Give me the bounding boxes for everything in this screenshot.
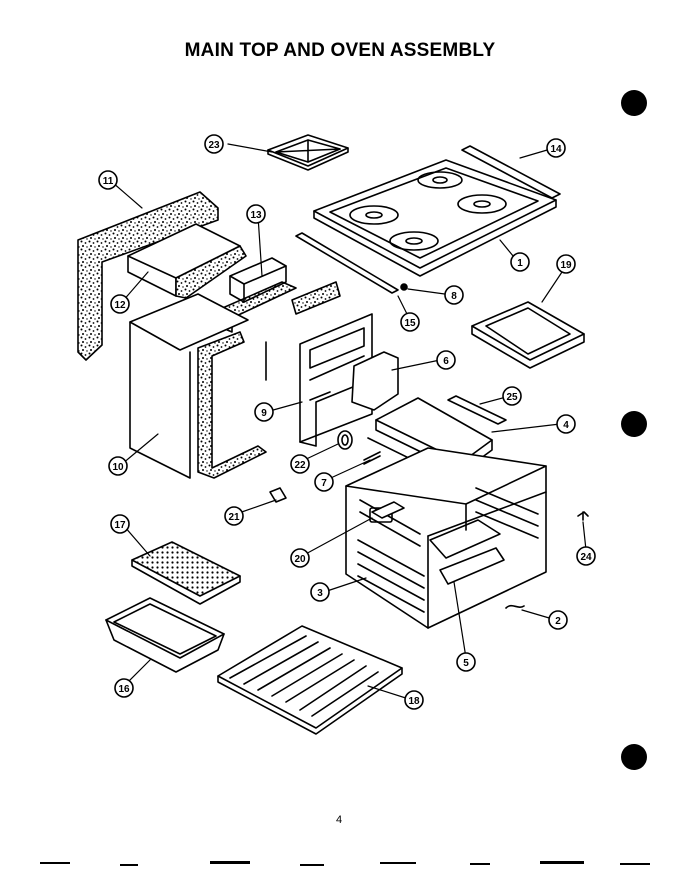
callout-6: 6 [436,350,456,370]
svg-text:21: 21 [228,512,240,523]
broiler-pan [105,597,225,673]
oven-front-frame [299,313,373,447]
page-title: MAIN TOP AND OVEN ASSEMBLY [184,40,496,61]
svg-text:7: 7 [321,478,327,489]
callout-20: 20 [290,548,310,568]
top-insulation [127,223,247,299]
callout-21: 21 [224,506,244,526]
svg-text:13: 13 [250,210,262,221]
svg-text:20: 20 [294,554,306,565]
svg-text:16: 16 [118,684,130,695]
small-bracket [269,487,287,503]
probe [505,604,525,609]
callout-3: 3 [310,582,330,602]
callout-5: 5 [456,652,476,672]
burner-grate [267,134,349,171]
callout-19: 19 [556,254,576,274]
support-bar [447,395,507,425]
oven-rack [217,625,403,735]
front-trim-strip [295,232,399,294]
vent-duct [351,351,399,411]
svg-text:6: 6 [443,356,449,367]
svg-text:23: 23 [208,140,220,151]
callout-10: 10 [108,456,128,476]
callout-7: 7 [314,472,334,492]
svg-text:4: 4 [563,420,569,431]
main-top [313,159,557,277]
clip [577,511,589,521]
callout-12: 12 [110,294,130,314]
binder-hole-middle [621,411,647,437]
svg-text:9: 9 [261,408,267,419]
leader-lines [111,143,587,701]
svg-text:25: 25 [506,392,518,403]
rear-insulation [77,191,219,361]
svg-text:15: 15 [404,318,416,329]
broiler-grid [131,541,241,605]
callout-17: 17 [110,514,130,534]
oven-insulation-wrap [129,293,267,479]
callout-23: 23 [204,134,224,154]
light-socket [337,430,353,450]
callout-13: 13 [246,204,266,224]
svg-text:17: 17 [114,520,126,531]
control-bracket [371,501,405,519]
callout-1: 1 [510,252,530,272]
svg-text:3: 3 [317,588,323,599]
callout-15: 15 [400,312,420,332]
svg-text:12: 12 [114,300,126,311]
small-tray [471,301,585,369]
binder-hole-top [621,90,647,116]
callout-25: 25 [502,386,522,406]
callout-16: 16 [114,678,134,698]
callout-9: 9 [254,402,274,422]
svg-text:24: 24 [580,552,592,563]
svg-text:10: 10 [112,462,124,473]
page-number: 4 [336,814,343,826]
svg-text:22: 22 [294,460,306,471]
callout-8: 8 [444,285,464,305]
svg-text:11: 11 [103,176,114,187]
oven-cavity [345,447,547,629]
svg-text:8: 8 [451,291,457,302]
callout-14: 14 [546,138,566,158]
callout-2: 2 [548,610,568,630]
svg-text:2: 2 [555,616,561,627]
rear-trim-strip [461,145,561,199]
callout-18: 18 [404,690,424,710]
callout-4: 4 [556,414,576,434]
svg-text:1: 1 [517,258,523,269]
callouts: 1 2 3 4 5 6 7 8 9 10 11 12 13 14 15 16 1… [98,134,596,710]
svg-text:18: 18 [408,696,420,707]
callout-22: 22 [290,454,310,474]
svg-text:5: 5 [463,658,469,669]
scan-noise [40,861,650,866]
callout-11: 11 [98,170,118,190]
svg-text:14: 14 [550,144,562,155]
screw [400,283,408,291]
binder-hole-bottom [621,744,647,770]
svg-text:19: 19 [560,260,572,271]
broil-element [363,451,381,465]
callout-24: 24 [576,546,596,566]
